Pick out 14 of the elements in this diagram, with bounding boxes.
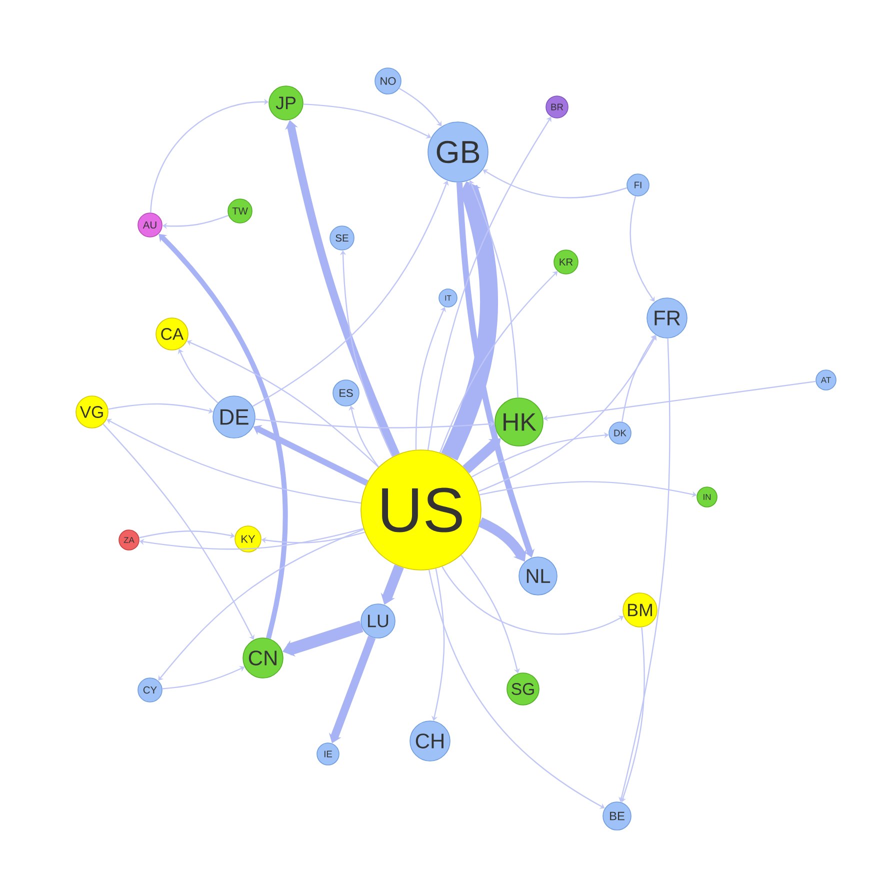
arrow xyxy=(439,271,558,453)
arrow xyxy=(158,528,364,681)
arrow xyxy=(462,438,501,474)
arrow xyxy=(158,234,288,639)
arrow xyxy=(468,180,518,398)
arrow xyxy=(620,627,645,802)
arrow xyxy=(460,554,520,674)
arrow xyxy=(348,406,380,468)
arrow xyxy=(428,570,605,809)
arrow xyxy=(106,418,362,504)
arrow xyxy=(285,120,400,457)
arrow xyxy=(102,424,254,640)
arrow xyxy=(398,88,442,126)
arrow xyxy=(630,196,655,302)
